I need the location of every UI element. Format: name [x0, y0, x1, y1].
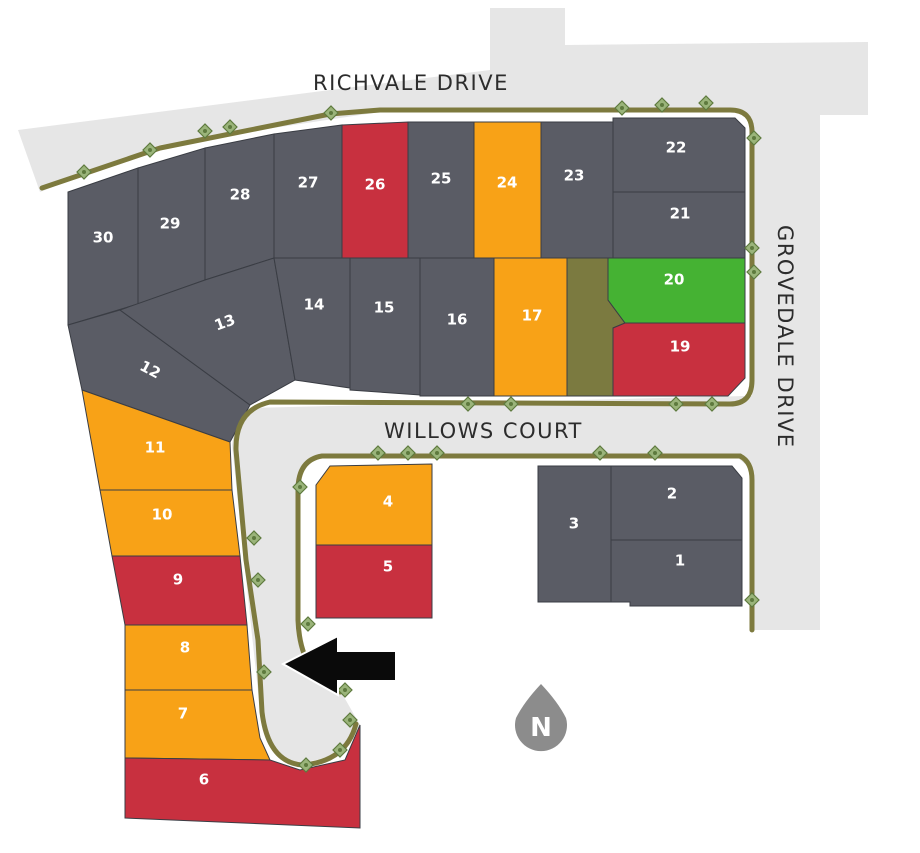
lot-1[interactable]: 1: [610, 539, 743, 607]
lot-2-shape[interactable]: [610, 465, 743, 541]
north-compass-icon: N: [515, 684, 568, 752]
lot-5[interactable]: 5: [315, 544, 433, 619]
lot-6-shape[interactable]: [124, 724, 361, 829]
lot-7-shape[interactable]: [124, 689, 271, 761]
tree-icon: [746, 264, 762, 280]
tree-icon: [460, 396, 476, 412]
lot-9[interactable]: 9: [111, 555, 248, 626]
tree-icon: [503, 396, 519, 412]
lot-26-shape[interactable]: [341, 121, 409, 259]
lot-29-shape[interactable]: [137, 147, 206, 305]
tree-icon: [698, 95, 714, 111]
tree-icon: [250, 572, 266, 588]
willows-court-label: WILLOWS COURT: [384, 419, 583, 443]
lot-9-shape[interactable]: [111, 555, 248, 626]
tree-icon: [298, 757, 314, 773]
lot-28[interactable]: 28: [204, 133, 275, 281]
tree-icon: [197, 123, 213, 139]
lot-1-shape[interactable]: [610, 539, 743, 607]
lot-8[interactable]: 8: [124, 624, 253, 691]
grovedale-drive-label: GROVEDALE DRIVE: [773, 225, 797, 449]
lot-7[interactable]: 7: [124, 689, 271, 761]
lot-19[interactable]: 19: [612, 322, 746, 397]
lot-27-shape[interactable]: [273, 124, 343, 259]
tree-icon: [246, 530, 262, 546]
tree-icon: [256, 664, 272, 680]
lot-3[interactable]: 3: [537, 465, 612, 603]
lot-8-shape[interactable]: [124, 624, 253, 691]
lot-17-shape[interactable]: [493, 257, 568, 397]
lot-25[interactable]: 25: [407, 121, 475, 259]
richvale-drive-label: RICHVALE DRIVE: [313, 71, 509, 95]
lot-4[interactable]: 4: [315, 463, 433, 546]
tree-icon: [222, 119, 238, 135]
lot-16[interactable]: 16: [419, 257, 495, 397]
lot-22-shape[interactable]: [612, 117, 746, 193]
tree-icon: [342, 712, 358, 728]
lot-4-shape[interactable]: [315, 463, 433, 546]
tree-icon: [614, 100, 630, 116]
lot-21[interactable]: 21: [612, 191, 746, 259]
lot-19-shape[interactable]: [612, 322, 746, 397]
compass-label: N: [530, 713, 552, 743]
tree-icon: [429, 445, 445, 461]
lot-2[interactable]: 2: [610, 465, 743, 541]
lot-17[interactable]: 17: [493, 257, 568, 397]
lot-23-shape[interactable]: [540, 121, 614, 259]
tree-icon: [647, 445, 663, 461]
lot-23[interactable]: 23: [540, 121, 614, 259]
tree-icon: [332, 742, 348, 758]
lot-24[interactable]: 24: [473, 121, 542, 259]
tree-icon: [592, 445, 608, 461]
lots: 30 29 28 27 26 25 24 23: [67, 117, 746, 829]
tree-icon: [300, 616, 316, 632]
richvale-edge: [39, 107, 755, 271]
grovedale-east-edge: [737, 453, 755, 633]
lot-27[interactable]: 27: [273, 124, 343, 259]
grovedale-west-edge: [233, 265, 755, 768]
lot-20[interactable]: 20: [607, 257, 746, 324]
tree-icon: [654, 97, 670, 113]
tree-icon: [744, 240, 760, 256]
lot-3-shape[interactable]: [537, 465, 612, 603]
lot-22[interactable]: 22: [612, 117, 746, 193]
lot-30[interactable]: 30: [67, 167, 139, 326]
tree-icon: [370, 445, 386, 461]
lot-30-shape[interactable]: [67, 167, 139, 326]
lot-15-shape[interactable]: [349, 257, 421, 396]
tree-icon: [76, 164, 92, 180]
lot-26[interactable]: 26: [341, 121, 409, 259]
tree-icon: [704, 396, 720, 412]
lot-20-shape[interactable]: [607, 257, 746, 324]
tree-icon: [744, 592, 760, 608]
lot-15[interactable]: 15: [349, 257, 421, 396]
lot-28-shape[interactable]: [204, 133, 275, 281]
lot-29[interactable]: 29: [137, 147, 206, 305]
tree-icon: [323, 105, 339, 121]
tree-icon: [400, 445, 416, 461]
tree-icon: [292, 479, 308, 495]
tree-icon: [142, 142, 158, 158]
lot-24-shape[interactable]: [473, 121, 542, 259]
lot-25-shape[interactable]: [407, 121, 475, 259]
lot-10-shape[interactable]: [99, 489, 241, 557]
tree-icon: [668, 396, 684, 412]
lot-21-shape[interactable]: [612, 191, 746, 259]
tree-icon: [746, 130, 762, 146]
lot-16-shape[interactable]: [419, 257, 495, 397]
arrow-left-icon: [280, 634, 397, 697]
richvale-drive-road: [18, 8, 868, 630]
trees: [76, 95, 762, 773]
willows-court-road: [232, 396, 752, 762]
lot-10[interactable]: 10: [99, 489, 241, 557]
roads: [18, 8, 868, 762]
lot-5-shape[interactable]: [315, 544, 433, 619]
